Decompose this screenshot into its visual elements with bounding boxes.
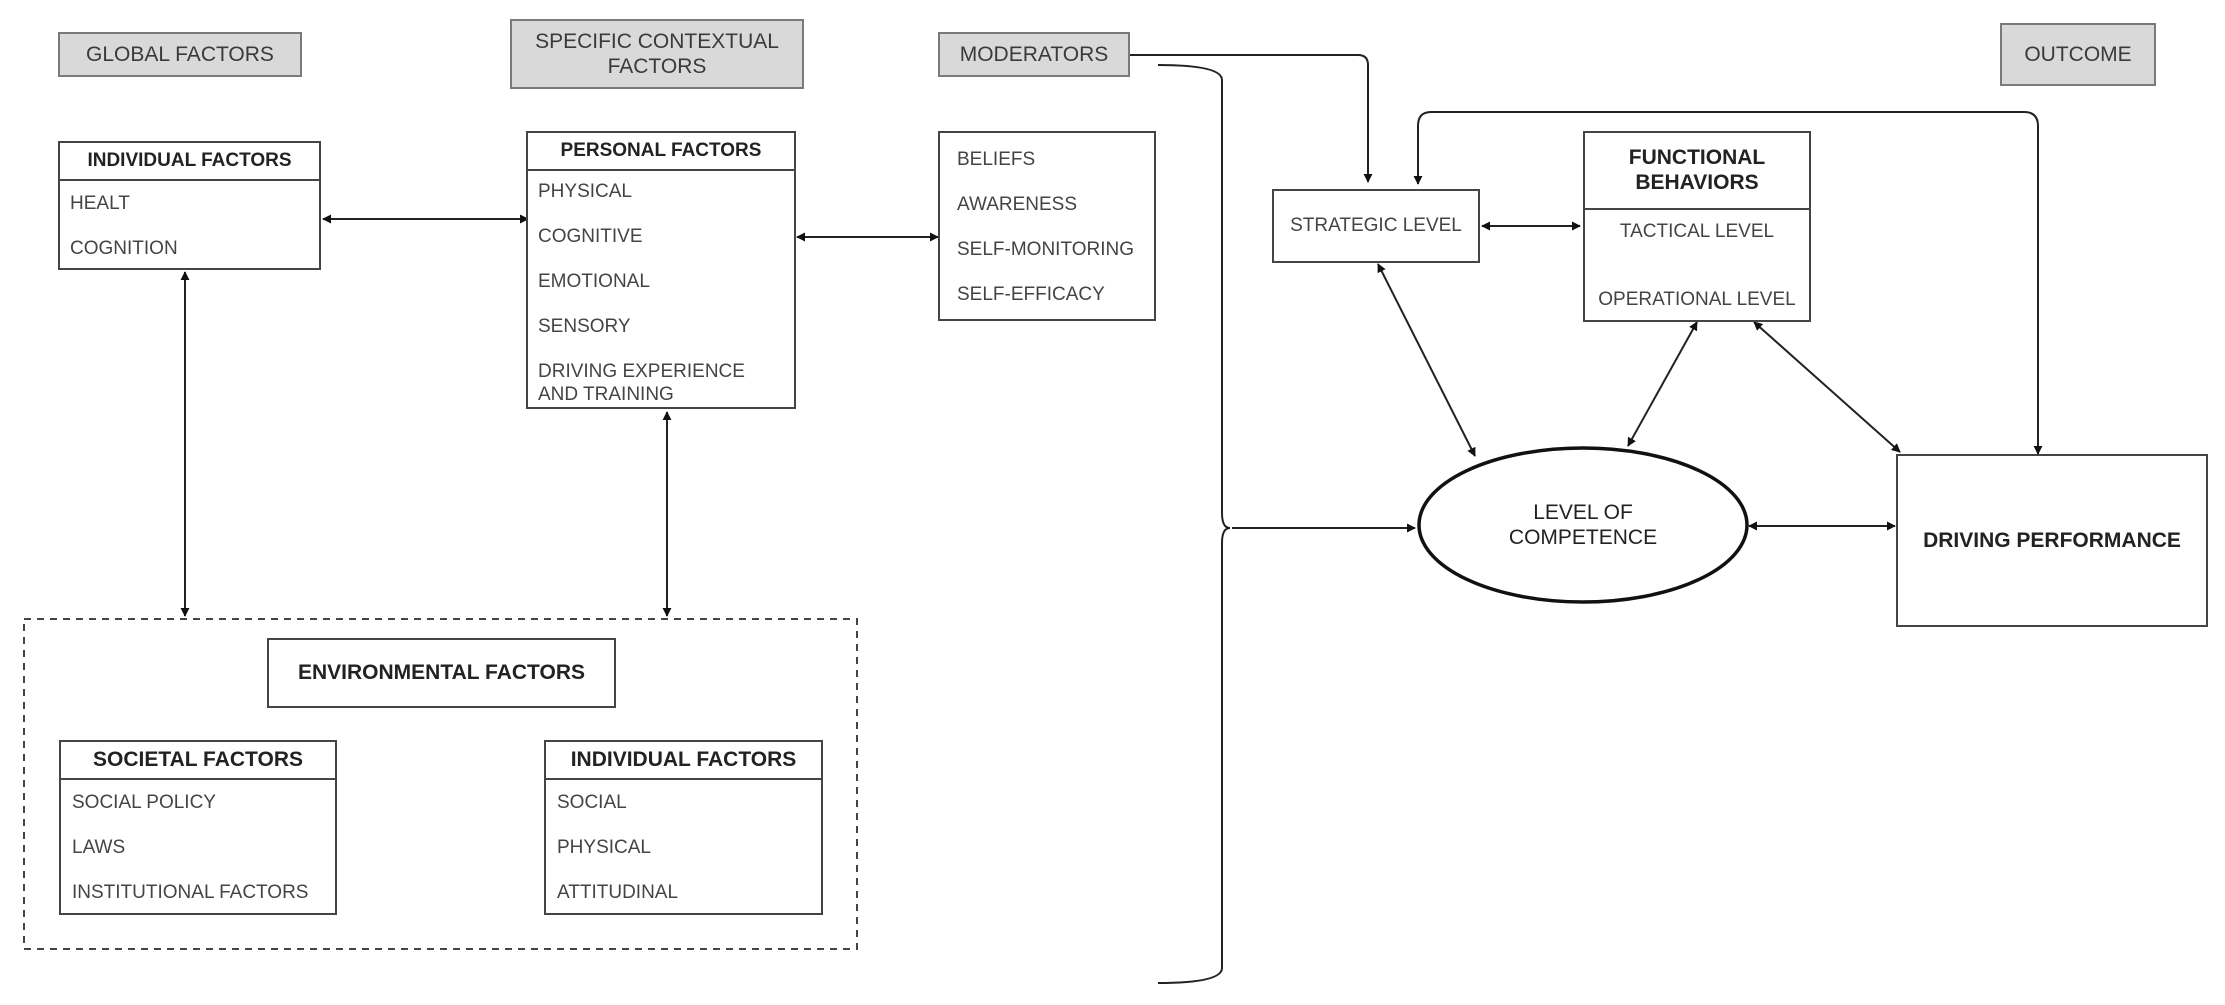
list-item: COGNITIVE [538,226,643,247]
list-item: PHYSICAL [538,181,632,202]
list-item: PHYSICAL [557,837,651,858]
tactical-level-label: TACTICAL LEVEL [1619,221,1775,242]
list-item: DRIVING EXPERIENCE [538,361,745,382]
operational-level-label: OPERATIONAL LEVEL [1598,289,1796,310]
list-item: SOCIAL POLICY [72,792,216,813]
arrow-operational-competence [1627,321,1698,447]
functional-behaviors-title: FUNCTIONAL BEHAVIORS [1585,133,1809,210]
list-item: INSTITUTIONAL FACTORS [72,882,309,903]
individual-factors-environment-box: INDIVIDUAL FACTORS SOCIAL PHYSICAL ATTIT… [544,740,823,915]
driving-performance-box: DRIVING PERFORMANCE [1896,454,2208,627]
arrow-feedback-loop [1413,111,2043,455]
driving-performance-label: DRIVING PERFORMANCE [1923,528,2181,552]
list-item: SELF-MONITORING [957,239,1134,260]
moderators-box: BELIEFS AWARENESS SELF-MONITORING SELF-E… [938,131,1156,321]
environmental-factors-title: ENVIRONMENTAL FACTORS [297,661,586,685]
competence-ellipse [1417,446,1749,604]
societal-factors-title: SOCIETAL FACTORS [61,742,335,780]
list-item: ATTITUDINAL [557,882,679,903]
functional-behaviors-box: FUNCTIONAL BEHAVIORS TACTICAL LEVEL OPER… [1583,131,1811,322]
header-specific-contextual-factors: SPECIFIC CONTEXTUAL FACTORS [510,19,804,89]
personal-factors-box: PERSONAL FACTORS PHYSICAL COGNITIVE EMOT… [526,131,796,409]
arrow-strategic-competence [1377,263,1476,457]
societal-factors-box: SOCIETAL FACTORS SOCIAL POLICY LAWS INST… [59,740,337,915]
moderator-brace [1157,64,1231,984]
level-of-competence: LEVEL OF COMPETENCE [1508,500,1658,549]
list-item: BELIEFS [957,149,1036,170]
strategic-level-label: STRATEGIC LEVEL [1290,214,1462,236]
environmental-factors-box: ENVIRONMENTAL FACTORS [267,638,616,708]
arrow-moderators-strategic [1130,54,1373,183]
list-item: LAWS [72,837,126,858]
list-item: SOCIAL [557,792,627,813]
list-item: SELF-EFFICACY [957,284,1105,305]
list-item: HEALT [70,193,130,214]
list-item: AND TRAINING [538,384,674,405]
list-item: AWARENESS [957,194,1078,215]
personal-factors-title: PERSONAL FACTORS [528,133,794,171]
header-global-factors: GLOBAL FACTORS [58,32,302,77]
list-item: COGNITION [70,238,178,259]
header-outcome: OUTCOME [2000,23,2156,86]
arrow-operational-performance [1753,321,1901,453]
environment-container [23,618,858,950]
individual-factors-box: INDIVIDUAL FACTORS HEALT COGNITION [58,141,321,270]
list-item: SENSORY [538,316,631,337]
strategic-level-box: STRATEGIC LEVEL [1272,189,1480,263]
individual-factors-environment-title: INDIVIDUAL FACTORS [546,742,821,780]
list-item: EMOTIONAL [538,271,650,292]
header-moderators: MODERATORS [938,32,1130,77]
individual-factors-title: INDIVIDUAL FACTORS [60,143,319,181]
